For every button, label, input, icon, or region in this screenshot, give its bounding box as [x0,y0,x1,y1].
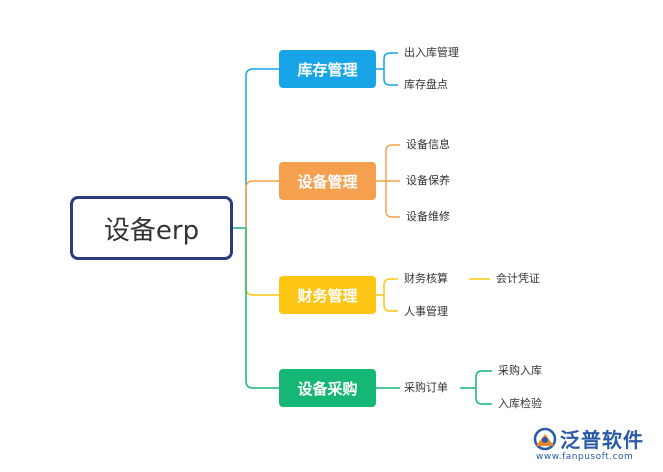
leaf-inout-stock: 出入库管理 [404,46,459,59]
leaf-equipment-repair: 设备维修 [406,210,450,223]
connector-branch-1 [245,68,279,228]
leaf-purchase-inbound: 采购入库 [498,364,542,377]
leaf-accounting-voucher: 会计凭证 [496,272,540,285]
connector-leaves-1 [376,52,398,86]
leaf-inbound-inspection: 入库检验 [498,397,542,410]
leaf-hr-management: 人事管理 [404,305,448,318]
watermark-logo: 泛普软件 www.fanpusoft.com [532,424,660,466]
leaf-financial-accounting: 财务核算 [404,272,448,285]
leaf-purchase-order: 采购订单 [404,381,448,394]
leaf-stock-count: 库存盘点 [404,78,448,91]
leaf-equipment-info: 设备信息 [406,138,450,151]
connector-leaves-2 [376,144,400,218]
branch-node-finance: 财务管理 [279,276,376,314]
branch-node-purchase: 设备采购 [279,369,376,407]
leaf-equipment-maintenance: 设备保养 [406,174,450,187]
connector-leaves-3 [376,278,398,312]
watermark-url: www.fanpusoft.com [536,452,634,462]
watermark-brand: 泛普软件 [560,428,644,452]
branch-node-equipment: 设备管理 [279,162,376,200]
branch-node-inventory: 库存管理 [279,50,376,88]
connector-branch-2 [245,180,279,228]
connector-branch-4 [245,228,279,389]
root-node: 设备erp [70,196,233,260]
connector-sub-4 [460,370,492,405]
connector-branch-3 [245,228,279,296]
fanpu-logo-icon [533,427,557,451]
